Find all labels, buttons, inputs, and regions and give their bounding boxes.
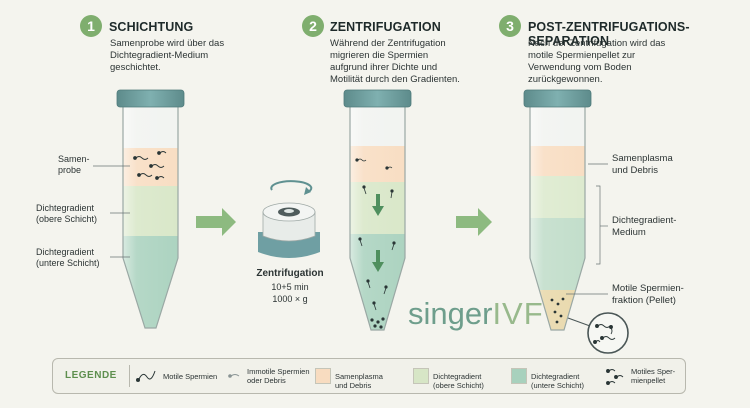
immotile-sperm-icon	[228, 374, 240, 378]
legend: LEGENDE Motile Spermien Immotile Spermie…	[52, 358, 686, 394]
step-3-title: POST-ZENTRIFUGATIONS-SEPARATION	[528, 20, 690, 48]
step-2-description: Während der Zentrifugation migrieren die…	[330, 38, 460, 85]
arrow-2	[456, 208, 492, 236]
step-2-title: ZENTRIFUGATION	[330, 20, 441, 34]
legend-title: LEGENDE	[65, 370, 117, 381]
legend-upper-gradient: Dichtegradient (obere Schicht)	[433, 372, 484, 390]
motile-sperm-icon	[136, 370, 156, 382]
legend-lower-gradient: Dichtegradient (untere Schicht)	[531, 372, 584, 390]
label-sample: Samen- probe	[58, 154, 90, 175]
step-2-number: 2	[302, 15, 324, 37]
centrifuge-force: 1000 × g	[272, 294, 308, 304]
swatch-plasma	[315, 368, 331, 384]
legend-plasma-debris: Samenplasma und Debris	[335, 372, 383, 390]
step-1-number: 1	[80, 15, 102, 37]
legend-divider	[129, 365, 130, 387]
brand-logo: singerIVF	[408, 296, 544, 332]
label-pellet: Motile Spermien- fraktion (Pellet)	[612, 283, 684, 306]
centrifuge-time: 10+5 min	[271, 282, 309, 292]
motile-pellet-icon	[606, 369, 624, 385]
step-3-number: 3	[499, 15, 521, 37]
tube-1	[116, 89, 185, 329]
legend-motile-sperm: Motile Spermien	[163, 372, 218, 381]
tube-2	[343, 89, 412, 331]
centrifuge-icon	[258, 180, 320, 258]
tube-1-leaders	[93, 165, 130, 258]
label-lower-gradient: Dichtegradient (untere Schicht)	[36, 247, 100, 268]
swatch-upper-gradient	[413, 368, 429, 384]
step-1-title: SCHICHTUNG	[109, 20, 194, 34]
step-1-description: Samenprobe wird über das Dichtegradient-…	[110, 38, 225, 73]
logo-singer: singer	[408, 296, 493, 331]
arrow-1	[196, 208, 236, 236]
tube-3-leaders	[566, 163, 608, 295]
swatch-lower-gradient	[511, 368, 527, 384]
step-3-description: Nach der Zentrifugation wird das motile …	[528, 38, 666, 85]
legend-immotile-sperm: Immotile Spermien oder Debris	[247, 367, 310, 385]
legend-motile-pellet: Motiles Sper- mienpellet	[631, 367, 676, 385]
centrifuge-title: Zentrifugation	[256, 268, 324, 279]
label-gradient-medium: Dichtegradient- Medium	[612, 215, 677, 238]
logo-ivf: IVF	[492, 296, 544, 331]
pellet-magnifier-icon	[567, 312, 629, 354]
label-plasma-debris: Samenplasma und Debris	[612, 153, 673, 176]
label-upper-gradient: Dichtegradient (obere Schicht)	[36, 203, 98, 224]
